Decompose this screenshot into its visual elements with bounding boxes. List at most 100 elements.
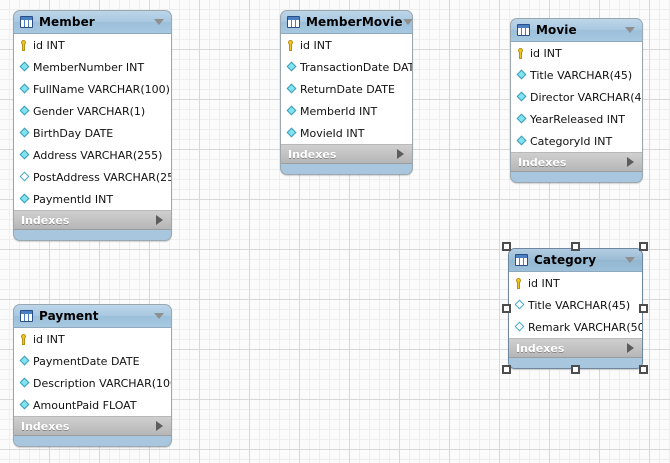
indexes-label: Indexes: [21, 213, 70, 227]
column-label: FullName VARCHAR(100): [33, 82, 170, 96]
indexes-section[interactable]: Indexes: [14, 211, 171, 230]
column-icon: [19, 356, 30, 367]
column-row[interactable]: id INT: [281, 34, 412, 56]
expand-arrow-icon[interactable]: [397, 149, 404, 159]
column-icon-hollow: [514, 300, 525, 311]
column-row[interactable]: Title VARCHAR(45): [511, 64, 642, 86]
table-icon: [515, 254, 528, 266]
table-icon: [20, 310, 33, 322]
column-row[interactable]: id INT: [509, 272, 642, 294]
column-label: Director VARCHAR(45): [530, 90, 643, 104]
column-row[interactable]: Director VARCHAR(45): [511, 86, 642, 108]
column-icon: [286, 84, 297, 95]
indexes-label: Indexes: [518, 155, 567, 169]
column-label: id INT: [33, 38, 65, 52]
column-icon: [286, 106, 297, 117]
indexes-label: Indexes: [288, 147, 337, 161]
column-row[interactable]: YearReleased INT: [511, 108, 642, 130]
table-title: MemberMovie: [306, 15, 403, 29]
column-list: id INT Title VARCHAR(45) Director VARCHAR(…: [511, 42, 642, 153]
indexes-section[interactable]: Indexes: [14, 417, 171, 436]
column-label: PaymentDate DATE: [33, 354, 140, 368]
indexes-section[interactable]: Indexes: [511, 153, 642, 172]
column-row[interactable]: Title VARCHAR(45): [509, 294, 642, 316]
column-label: TransactionDate DATE: [300, 60, 413, 74]
expand-arrow-icon[interactable]: [627, 343, 634, 353]
table-footer: [281, 164, 412, 174]
column-label: MemberNumber INT: [33, 60, 145, 74]
column-row[interactable]: TransactionDate DATE: [281, 56, 412, 78]
handle-middle-right[interactable]: [639, 303, 648, 313]
chevron-down-icon[interactable]: [154, 313, 164, 319]
column-row[interactable]: PaymentDate DATE: [14, 350, 171, 372]
table-footer: [14, 436, 171, 446]
column-label: id INT: [530, 46, 562, 60]
table-header[interactable]: MemberMovie: [281, 11, 412, 34]
handle-bottom-left[interactable]: [502, 365, 511, 374]
indexes-label: Indexes: [516, 341, 565, 355]
chevron-down-icon[interactable]: [625, 27, 635, 33]
table-footer: [509, 358, 642, 368]
column-label: Gender VARCHAR(1): [33, 104, 146, 118]
column-icon: [19, 400, 30, 411]
expand-arrow-icon[interactable]: [156, 421, 163, 431]
column-icon: [516, 70, 527, 81]
indexes-label: Indexes: [21, 419, 70, 433]
table-footer: [511, 172, 642, 182]
column-label: Remark VARCHAR(500): [528, 320, 642, 334]
indexes-section[interactable]: Indexes: [281, 145, 412, 164]
column-row[interactable]: Gender VARCHAR(1): [14, 100, 171, 122]
expand-arrow-icon[interactable]: [156, 215, 163, 225]
chevron-down-icon[interactable]: [154, 19, 164, 25]
handle-bottom-right[interactable]: [639, 365, 648, 374]
table-header[interactable]: Movie: [511, 19, 642, 42]
column-row[interactable]: PostAddress VARCHAR(255): [14, 166, 171, 188]
column-icon: [286, 128, 297, 139]
indexes-section[interactable]: Indexes: [509, 339, 642, 358]
column-row[interactable]: MemberId INT: [281, 100, 412, 122]
column-row[interactable]: MovieId INT: [281, 122, 412, 144]
column-label: AmountPaid FLOAT: [33, 398, 137, 412]
table-header[interactable]: Member: [14, 11, 171, 34]
column-icon: [19, 106, 30, 117]
column-list: id INT MemberNumber INT FullName VARCHAR(1…: [14, 34, 171, 211]
table-membermovie[interactable]: MemberMovie id INT TransactionDate DATE Ret…: [280, 10, 413, 175]
column-row[interactable]: CategoryId INT: [511, 130, 642, 152]
column-label: MovieId INT: [300, 126, 365, 140]
column-row[interactable]: FullName VARCHAR(100): [14, 78, 171, 100]
column-list: id INT TransactionDate DATE ReturnDate DAT…: [281, 34, 412, 145]
chevron-down-icon[interactable]: [625, 257, 635, 263]
column-row[interactable]: Description VARCHAR(100): [14, 372, 171, 394]
handle-top-left[interactable]: [502, 242, 511, 251]
expand-arrow-icon[interactable]: [627, 157, 634, 167]
column-row[interactable]: Address VARCHAR(255): [14, 144, 171, 166]
column-row[interactable]: Remark VARCHAR(500): [509, 316, 642, 338]
column-label: Title VARCHAR(45): [530, 68, 633, 82]
key-icon: [286, 39, 297, 52]
table-movie[interactable]: Movie id INT Title VARCHAR(45) Director VAR…: [510, 18, 643, 183]
chevron-down-icon[interactable]: [402, 19, 412, 25]
column-label: ReturnDate DATE: [300, 82, 395, 96]
column-row[interactable]: id INT: [511, 42, 642, 64]
table-header[interactable]: Payment: [14, 305, 171, 328]
column-row[interactable]: BirthDay DATE: [14, 122, 171, 144]
column-row[interactable]: id INT: [14, 328, 171, 350]
table-header[interactable]: Category: [509, 249, 642, 272]
handle-top-right[interactable]: [639, 242, 648, 251]
column-row[interactable]: MemberNumber INT: [14, 56, 171, 78]
column-row[interactable]: AmountPaid FLOAT: [14, 394, 171, 416]
column-row[interactable]: ReturnDate DATE: [281, 78, 412, 100]
table-icon: [517, 24, 530, 36]
column-row[interactable]: PaymentId INT: [14, 188, 171, 210]
handle-top-center[interactable]: [570, 242, 580, 251]
column-label: Address VARCHAR(255): [33, 148, 163, 162]
handle-bottom-center[interactable]: [570, 365, 580, 374]
column-row[interactable]: id INT: [14, 34, 171, 56]
handle-middle-left[interactable]: [502, 303, 511, 313]
column-icon: [19, 194, 30, 205]
table-member[interactable]: Member id INT MemberNumber INT FullName VAR…: [13, 10, 172, 241]
